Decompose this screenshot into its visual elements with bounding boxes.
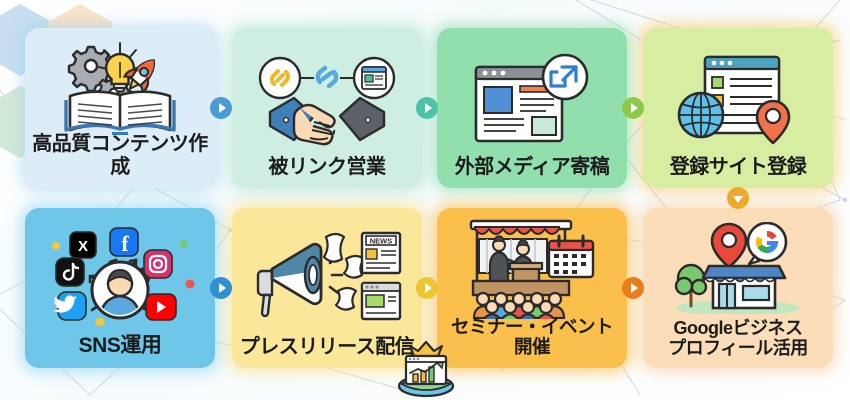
megaphone-news-icon: NEWS (238, 222, 416, 336)
card-label: 登録サイト登録 (669, 155, 807, 178)
svg-text:f: f (121, 231, 129, 256)
card-label: SNS運用 (78, 334, 162, 358)
seminar-stage-icon (443, 220, 621, 320)
strategy-card-directory-registration[interactable]: 登録サイト登録 (643, 28, 833, 188)
handshake-links-icon (238, 42, 416, 156)
arrow-right-icon (218, 103, 226, 113)
seo-rank-badge (394, 340, 458, 398)
arrow-right-icon (424, 103, 432, 113)
card-label: 高品質コンテンツ作成 (32, 133, 208, 178)
arrow-right-icon (218, 283, 226, 293)
card-label: Googleビジネス プロフィール活用 (668, 317, 808, 358)
globe-directory-pin-icon (649, 42, 827, 156)
svg-text:NEWS: NEWS (370, 236, 393, 245)
arrow-card1-to-card2 (210, 97, 232, 119)
arrow-card5-to-card6 (210, 277, 232, 299)
strategy-card-backlink-outreach[interactable]: 被リンク営業 (232, 28, 422, 188)
arrow-card6-to-card7 (416, 277, 438, 299)
card-label: プレスリリース配信 (239, 335, 415, 358)
crown-growth-chart-globe-icon (397, 340, 455, 398)
arrow-card4-to-card5 (727, 187, 749, 209)
google-business-storefront-icon (649, 218, 827, 318)
svg-text:X: X (78, 238, 88, 255)
strategy-card-google-business-profile[interactable]: Googleビジネス プロフィール活用 (643, 208, 833, 368)
arrow-card3-to-card4 (622, 97, 644, 119)
strategy-card-sns-operation[interactable]: X f (25, 208, 215, 368)
arrow-down-icon (733, 195, 743, 203)
arrow-right-icon (630, 283, 638, 293)
social-network-user-icon: X f (31, 222, 209, 334)
strategy-card-seminar-event[interactable]: セミナー・イベント開催 (437, 208, 627, 368)
arrow-card2-to-card3 (416, 97, 438, 119)
arrow-right-icon (424, 283, 432, 293)
card-label: 被リンク営業 (268, 155, 387, 178)
arrow-card7-to-card8 (622, 277, 644, 299)
strategy-card-content-creation[interactable]: 高品質コンテンツ作成 (25, 28, 215, 188)
arrow-right-icon (630, 103, 638, 113)
card-label: 外部メディア寄稿 (454, 155, 610, 178)
strategy-card-external-media[interactable]: 外部メディア寄稿 (437, 28, 627, 188)
card-label: セミナー・イベント開催 (450, 315, 614, 358)
book-lightbulb-rocket-icon (31, 41, 209, 135)
external-article-icon (443, 42, 621, 156)
